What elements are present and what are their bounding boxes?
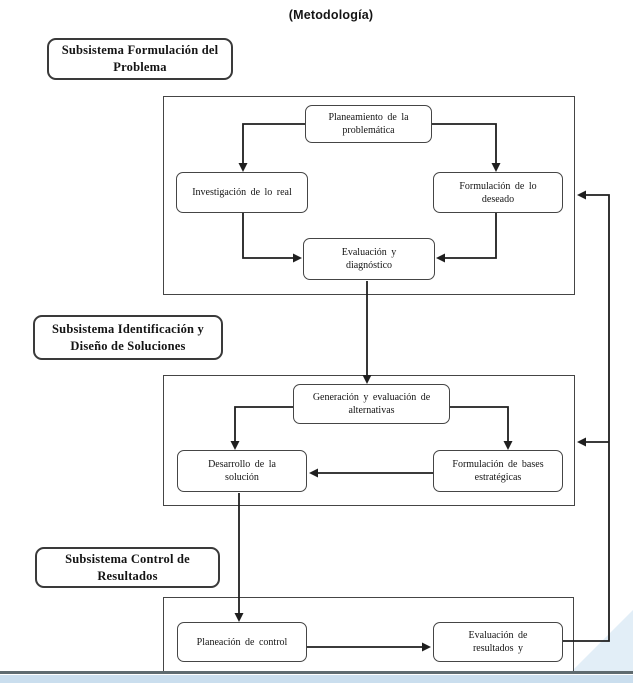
slide-bottom-accent-band — [0, 675, 633, 683]
node-text-line: Desarrollo de la — [208, 459, 276, 470]
node-text-line: Evaluación y — [341, 247, 397, 258]
subsystem-label-control-resultados: Subsistema Control de Resultados — [35, 547, 220, 588]
node-desarrollo-solucion: Desarrollo de la solución — [177, 450, 307, 492]
arrowhead-left-icon — [577, 190, 586, 200]
node-text-line: Evaluación de — [468, 630, 528, 641]
node-evaluacion-resultados: Evaluación de resultados y — [433, 622, 563, 662]
node-text-line: solución — [225, 472, 259, 483]
node-generacion-alternativas: Generación y evaluación de alternativas — [293, 384, 450, 424]
node-text-line: Formulación de lo — [459, 180, 537, 192]
subsystem-label-line2: Diseño de Soluciones — [70, 338, 186, 353]
arrowhead-left-icon — [577, 437, 586, 447]
subsystem-label-line2: Problema — [113, 60, 167, 74]
subsystem-label-formulacion-problema: Subsistema Formulación del Problema — [47, 38, 233, 80]
node-planeacion-control: Planeación de control — [177, 622, 307, 662]
node-text-line: alternativas — [348, 405, 395, 416]
node-text-line: estratégicas — [474, 472, 522, 483]
node-evaluacion-diagnostico: Evaluación y diagnóstico — [303, 238, 435, 280]
subsystem-label-line1: Subsistema Control de — [65, 551, 190, 566]
node-text-line: diagnóstico — [345, 260, 393, 271]
subsystem-label-line1: Subsistema Identificación y — [52, 321, 204, 336]
node-planeamiento-problematica: Planeamiento de la problemática — [305, 105, 432, 143]
node-text-line: Planeamiento de la — [328, 112, 409, 123]
node-text-line: problemática — [342, 125, 395, 136]
node-investigacion-real: Investigación de lo real — [176, 172, 308, 213]
subsystem-label-line2: Resultados — [97, 568, 158, 583]
node-text-line: resultados y — [472, 643, 524, 654]
slide-bottom-rule — [0, 671, 633, 674]
subsystem-label-line1: Subsistema Formulación del — [61, 43, 219, 57]
slide-corner-decoration — [570, 610, 633, 673]
node-formulacion-bases: Formulación de bases estratégicas — [433, 450, 563, 492]
node-text-line: Generación y evaluación de — [312, 392, 431, 403]
diagram-title: (Metodología) — [288, 8, 374, 22]
node-text-line: Planeación de control — [196, 636, 288, 648]
subsystem-label-identificacion-soluciones: Subsistema Identificación y Diseño de So… — [33, 315, 223, 360]
node-text-line: deseado — [481, 193, 515, 205]
node-formulacion-deseado: Formulación de lo deseado — [433, 172, 563, 213]
node-text-line: Formulación de bases — [452, 459, 544, 470]
node-text-line: Investigación de lo real — [192, 187, 292, 198]
